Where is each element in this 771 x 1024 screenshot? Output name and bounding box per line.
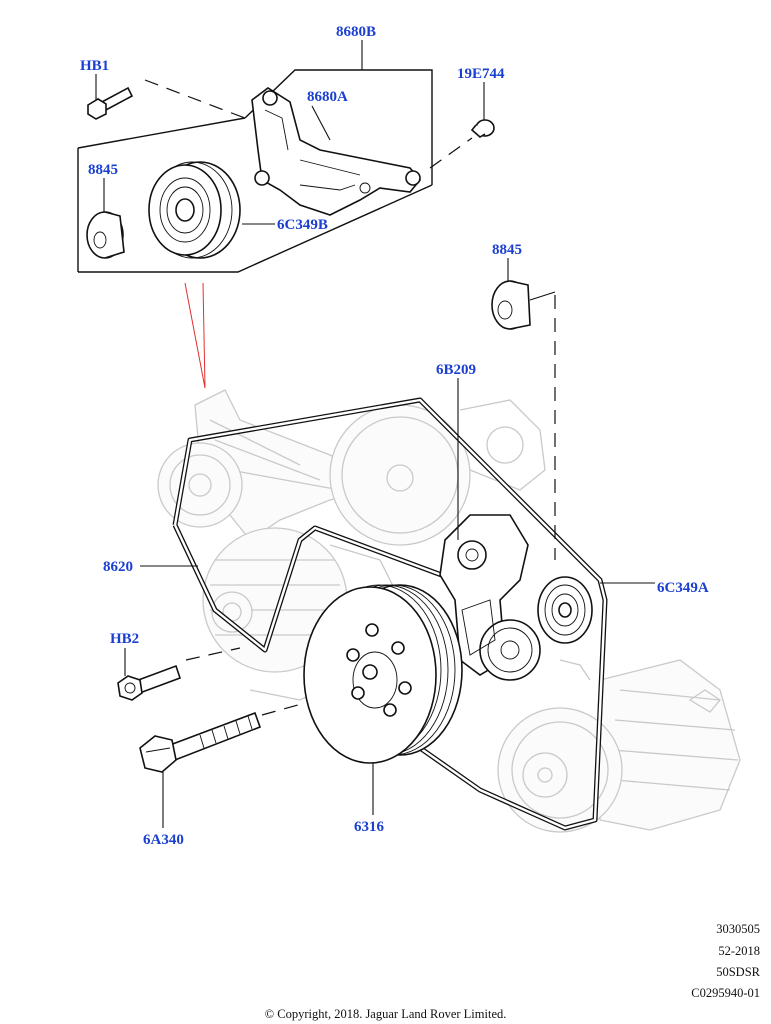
meta-line-3: 50SDSR	[716, 965, 760, 979]
nut-19E744[interactable]	[470, 119, 495, 138]
tensioner-6B209[interactable]	[439, 514, 541, 681]
bolt-6A340[interactable]	[139, 711, 262, 773]
callout-6C349B[interactable]: 6C349B	[277, 217, 328, 233]
bolt-HB2[interactable]	[117, 664, 182, 701]
meta-line-1: 3030505	[716, 922, 760, 936]
bolt-HB1[interactable]	[87, 86, 134, 120]
copyright-notice: © Copyright, 2018. Jaguar Land Rover Lim…	[264, 1007, 507, 1021]
callout-8845-upper[interactable]: 8845	[88, 162, 118, 178]
callout-8680B[interactable]: 8680B	[336, 24, 377, 40]
callout-6A340[interactable]: 6A340	[143, 832, 184, 848]
idler-pulley-6C349B[interactable]	[148, 161, 241, 259]
alignment-lines-lower	[185, 291, 556, 716]
idler-pulley-6C349A[interactable]	[537, 576, 593, 644]
dust-cap-8845-right[interactable]	[491, 280, 531, 330]
callout-6B209[interactable]: 6B209	[436, 362, 477, 378]
meta-line-2: 52-2018	[718, 944, 760, 958]
callout-8845-right[interactable]: 8845	[492, 242, 522, 258]
callout-6C349A[interactable]: 6C349A	[657, 580, 709, 596]
engine-background	[157, 389, 741, 833]
drive-belt-8620[interactable]	[172, 397, 608, 831]
callout-6316[interactable]: 6316	[354, 819, 384, 835]
callout-HB2[interactable]: HB2	[110, 631, 140, 647]
callout-8680A[interactable]: 8680A	[307, 89, 348, 105]
kit-box-8680B[interactable]	[77, 40, 433, 273]
dust-cap-8845-upper[interactable]	[86, 211, 125, 259]
bracket-8680A[interactable]	[251, 87, 422, 216]
callout-leaders	[95, 74, 655, 828]
callout-HB1[interactable]: HB1	[80, 58, 110, 74]
meta-line-4: C0295940-01	[691, 986, 760, 1000]
position-leader-red	[184, 282, 206, 389]
callout-19E744[interactable]: 19E744	[457, 66, 505, 82]
crankshaft-pulley-6316[interactable]	[303, 584, 463, 764]
callout-8620[interactable]: 8620	[103, 559, 133, 575]
alignment-lines-upper	[144, 79, 473, 169]
